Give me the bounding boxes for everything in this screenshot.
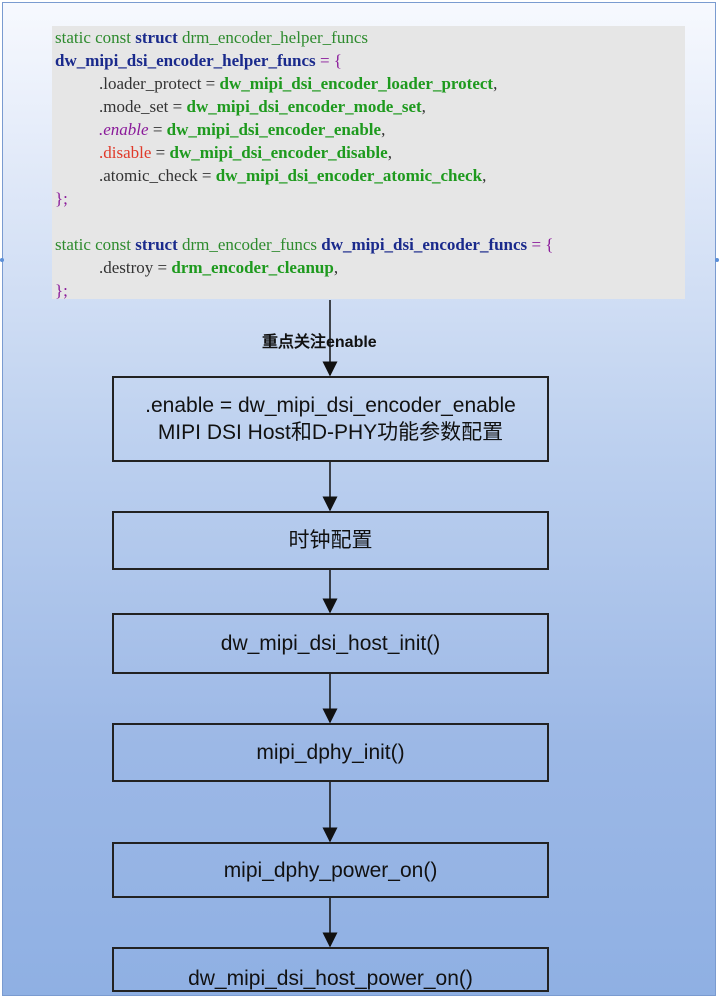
box-enable: .enable = dw_mipi_dsi_encoder_enable MIP… xyxy=(112,376,549,462)
focus-note: 重点关注enable xyxy=(262,334,377,351)
code-line: static const struct drm_encoder_helper_f… xyxy=(55,28,368,47)
code-line: .enable = dw_mipi_dsi_encoder_enable, xyxy=(99,120,386,139)
code-line: .disable = dw_mipi_dsi_encoder_disable, xyxy=(99,143,392,162)
box-host-power-on-label: dw_mipi_dsi_host_power_on() xyxy=(188,967,473,990)
code-line: .loader_protect = dw_mipi_dsi_encoder_lo… xyxy=(99,74,498,93)
frame-handle-right xyxy=(715,258,719,262)
code-block: static const struct drm_encoder_helper_f… xyxy=(52,26,685,300)
code-line: .atomic_check = dw_mipi_dsi_encoder_atom… xyxy=(99,166,487,185)
box-host-init: dw_mipi_dsi_host_init() xyxy=(112,613,549,674)
box-dphy-init-label: mipi_dphy_init() xyxy=(256,741,405,764)
frame-handle-left xyxy=(0,258,4,262)
code-line: dw_mipi_dsi_encoder_helper_funcs = { xyxy=(55,51,342,70)
box-enable-line2: MIPI DSI Host和D-PHY功能参数配置 xyxy=(157,421,504,444)
code-line: }; xyxy=(55,281,68,300)
box-clock-config-label: 时钟配置 xyxy=(288,529,373,552)
box-dphy-power-on: mipi_dphy_power_on() xyxy=(112,842,549,898)
code-line: .mode_set = dw_mipi_dsi_encoder_mode_set… xyxy=(99,97,426,116)
code-line: static const struct drm_encoder_funcs dw… xyxy=(55,235,554,254)
box-dphy-init: mipi_dphy_init() xyxy=(112,723,549,782)
code-line: .destroy = drm_encoder_cleanup, xyxy=(99,258,339,277)
box-host-init-label: dw_mipi_dsi_host_init() xyxy=(220,632,441,655)
box-host-power-on: dw_mipi_dsi_host_power_on() xyxy=(112,947,549,992)
box-clock-config: 时钟配置 xyxy=(112,511,549,570)
code-line: }; xyxy=(55,189,68,208)
box-enable-line1: .enable = dw_mipi_dsi_encoder_enable xyxy=(145,394,516,417)
box-dphy-power-on-label: mipi_dphy_power_on() xyxy=(223,858,438,882)
